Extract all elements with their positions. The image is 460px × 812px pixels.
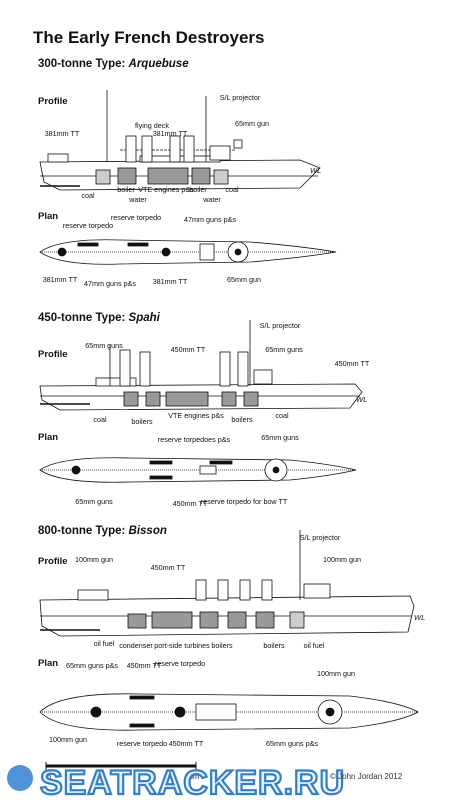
arq-profile-label-11: coal [225,185,239,194]
page-title: The Early French Destroyers [33,28,265,47]
bisson-plan-label-7: 65mm guns p&s [266,739,318,748]
arq-profile-label-2: flying deck [135,121,169,130]
arq-profile-label-8: VTE engines p&s [138,185,194,194]
plan-label: Plan [38,432,59,443]
bisson-profile-label-1: 100mm gun [75,555,113,564]
bisson-profile [39,530,415,637]
bisson-profile-label-0: S/L projector [300,533,341,542]
arquebuse-profile [39,90,321,191]
spahi-profile-label-6: boilers [131,417,153,426]
arq-profile-label-1: 65mm gun [235,119,269,128]
bisson-profile-label-4: oil fuel [94,639,115,648]
arq-profile-label-10: water [202,195,221,204]
spahi-plan-label-2: 65mm guns [75,497,113,506]
arq-plan-label-2: 47mm guns p&s [184,215,236,224]
copyright: © John Jordan 2012 [330,772,403,781]
spahi-profile-label-9: coal [275,411,289,420]
bisson-profile-label-5: condenser [119,641,153,650]
bisson-profile-label-3: 100mm gun [323,555,361,564]
arq-profile-label-7: water [128,195,147,204]
arq-profile-label-5: coal [81,191,95,200]
spahi-profile-label-1: 65mm guns [85,341,123,350]
bisson-plan-label-4: 100mm gun [49,735,87,744]
waterline-label: WL [356,395,367,404]
bisson-plan [39,693,419,731]
arquebuse-plan [39,239,337,265]
bisson-profile-label-9: oil fuel [304,641,325,650]
spahi-plan-label-0: reserve torpedoes p&s [158,435,231,444]
scale-end-label: 30m [185,772,199,781]
profile-label: Profile [38,556,68,567]
arq-profile-label-0: S/L projector [220,93,261,102]
bisson-plan-label-0: 65mm guns p&s [66,661,118,670]
spahi-profile-label-8: boilers [231,415,253,424]
seatracker-watermark: SEATRACKER.RU [7,763,345,803]
arq-profile-label-9: boiler [189,185,207,194]
bisson-profile-label-8: boilers [263,641,285,650]
profile-label: Profile [38,96,68,107]
arq-plan-label-1: reserve torpedo [111,213,161,222]
spahi-profile-label-3: 65mm guns [265,345,303,354]
arq-plan-label-4: 47mm guns p&s [84,279,136,288]
spahi-plan-label-4: reserve torpedo for bow TT [201,497,288,506]
spahi-plan-label-3: 450mm TT [173,499,208,508]
bisson-plan-label-5: reserve torpedo [117,739,167,748]
arq-plan-label-5: 381mm TT [153,277,188,286]
section-heading-arquebuse: 300-tonne Type: Arquebuse [38,58,189,70]
scale-start-label: 0m [41,772,51,781]
plan-label: Plan [38,658,59,669]
profile-label: Profile [38,349,68,360]
plan-label: Plan [38,211,59,222]
bisson-profile-label-6: port-side turbines [154,641,210,650]
scale-bar: 0m 30m [41,762,199,781]
section-heading-bisson: 800-tonne Type: Bisson [38,525,167,537]
spahi-profile-label-4: 450mm TT [335,359,370,368]
spahi-profile-label-0: S/L projector [260,321,301,330]
watermark-text: SEATRACKER.RU [40,764,345,802]
waterline-label: WL [414,613,425,622]
arq-plan-label-0: reserve torpedo [63,221,113,230]
spahi-plan-label-1: 65mm guns [261,433,299,442]
bisson-profile-label-7: boilers [211,641,233,650]
bisson-plan-label-3: 100mm gun [317,669,355,678]
spahi-profile-label-5: coal [93,415,107,424]
arq-plan-label-3: 381mm TT [43,275,78,284]
bisson-plan-label-6: 450mm TT [169,739,204,748]
spahi-profile [39,320,363,411]
spahi-plan [39,457,357,483]
bisson-plan-label-2: reserve torpedo [155,659,205,668]
waterline-label: WL [310,166,321,175]
section-heading-spahi: 450-tonne Type: Spahi [38,312,160,324]
bisson-plan-label-1: 450mm TT [127,661,162,670]
arq-plan-label-6: 65mm gun [227,275,261,284]
arq-profile-label-4: 381mm TT [153,129,188,138]
arq-profile-label-6: boiler [117,185,135,194]
bisson-profile-label-2: 450mm TT [151,563,186,572]
spahi-profile-label-2: 450mm TT [171,345,206,354]
spahi-profile-label-7: VTE engines p&s [168,411,224,420]
arq-profile-label-3: 381mm TT [45,129,80,138]
